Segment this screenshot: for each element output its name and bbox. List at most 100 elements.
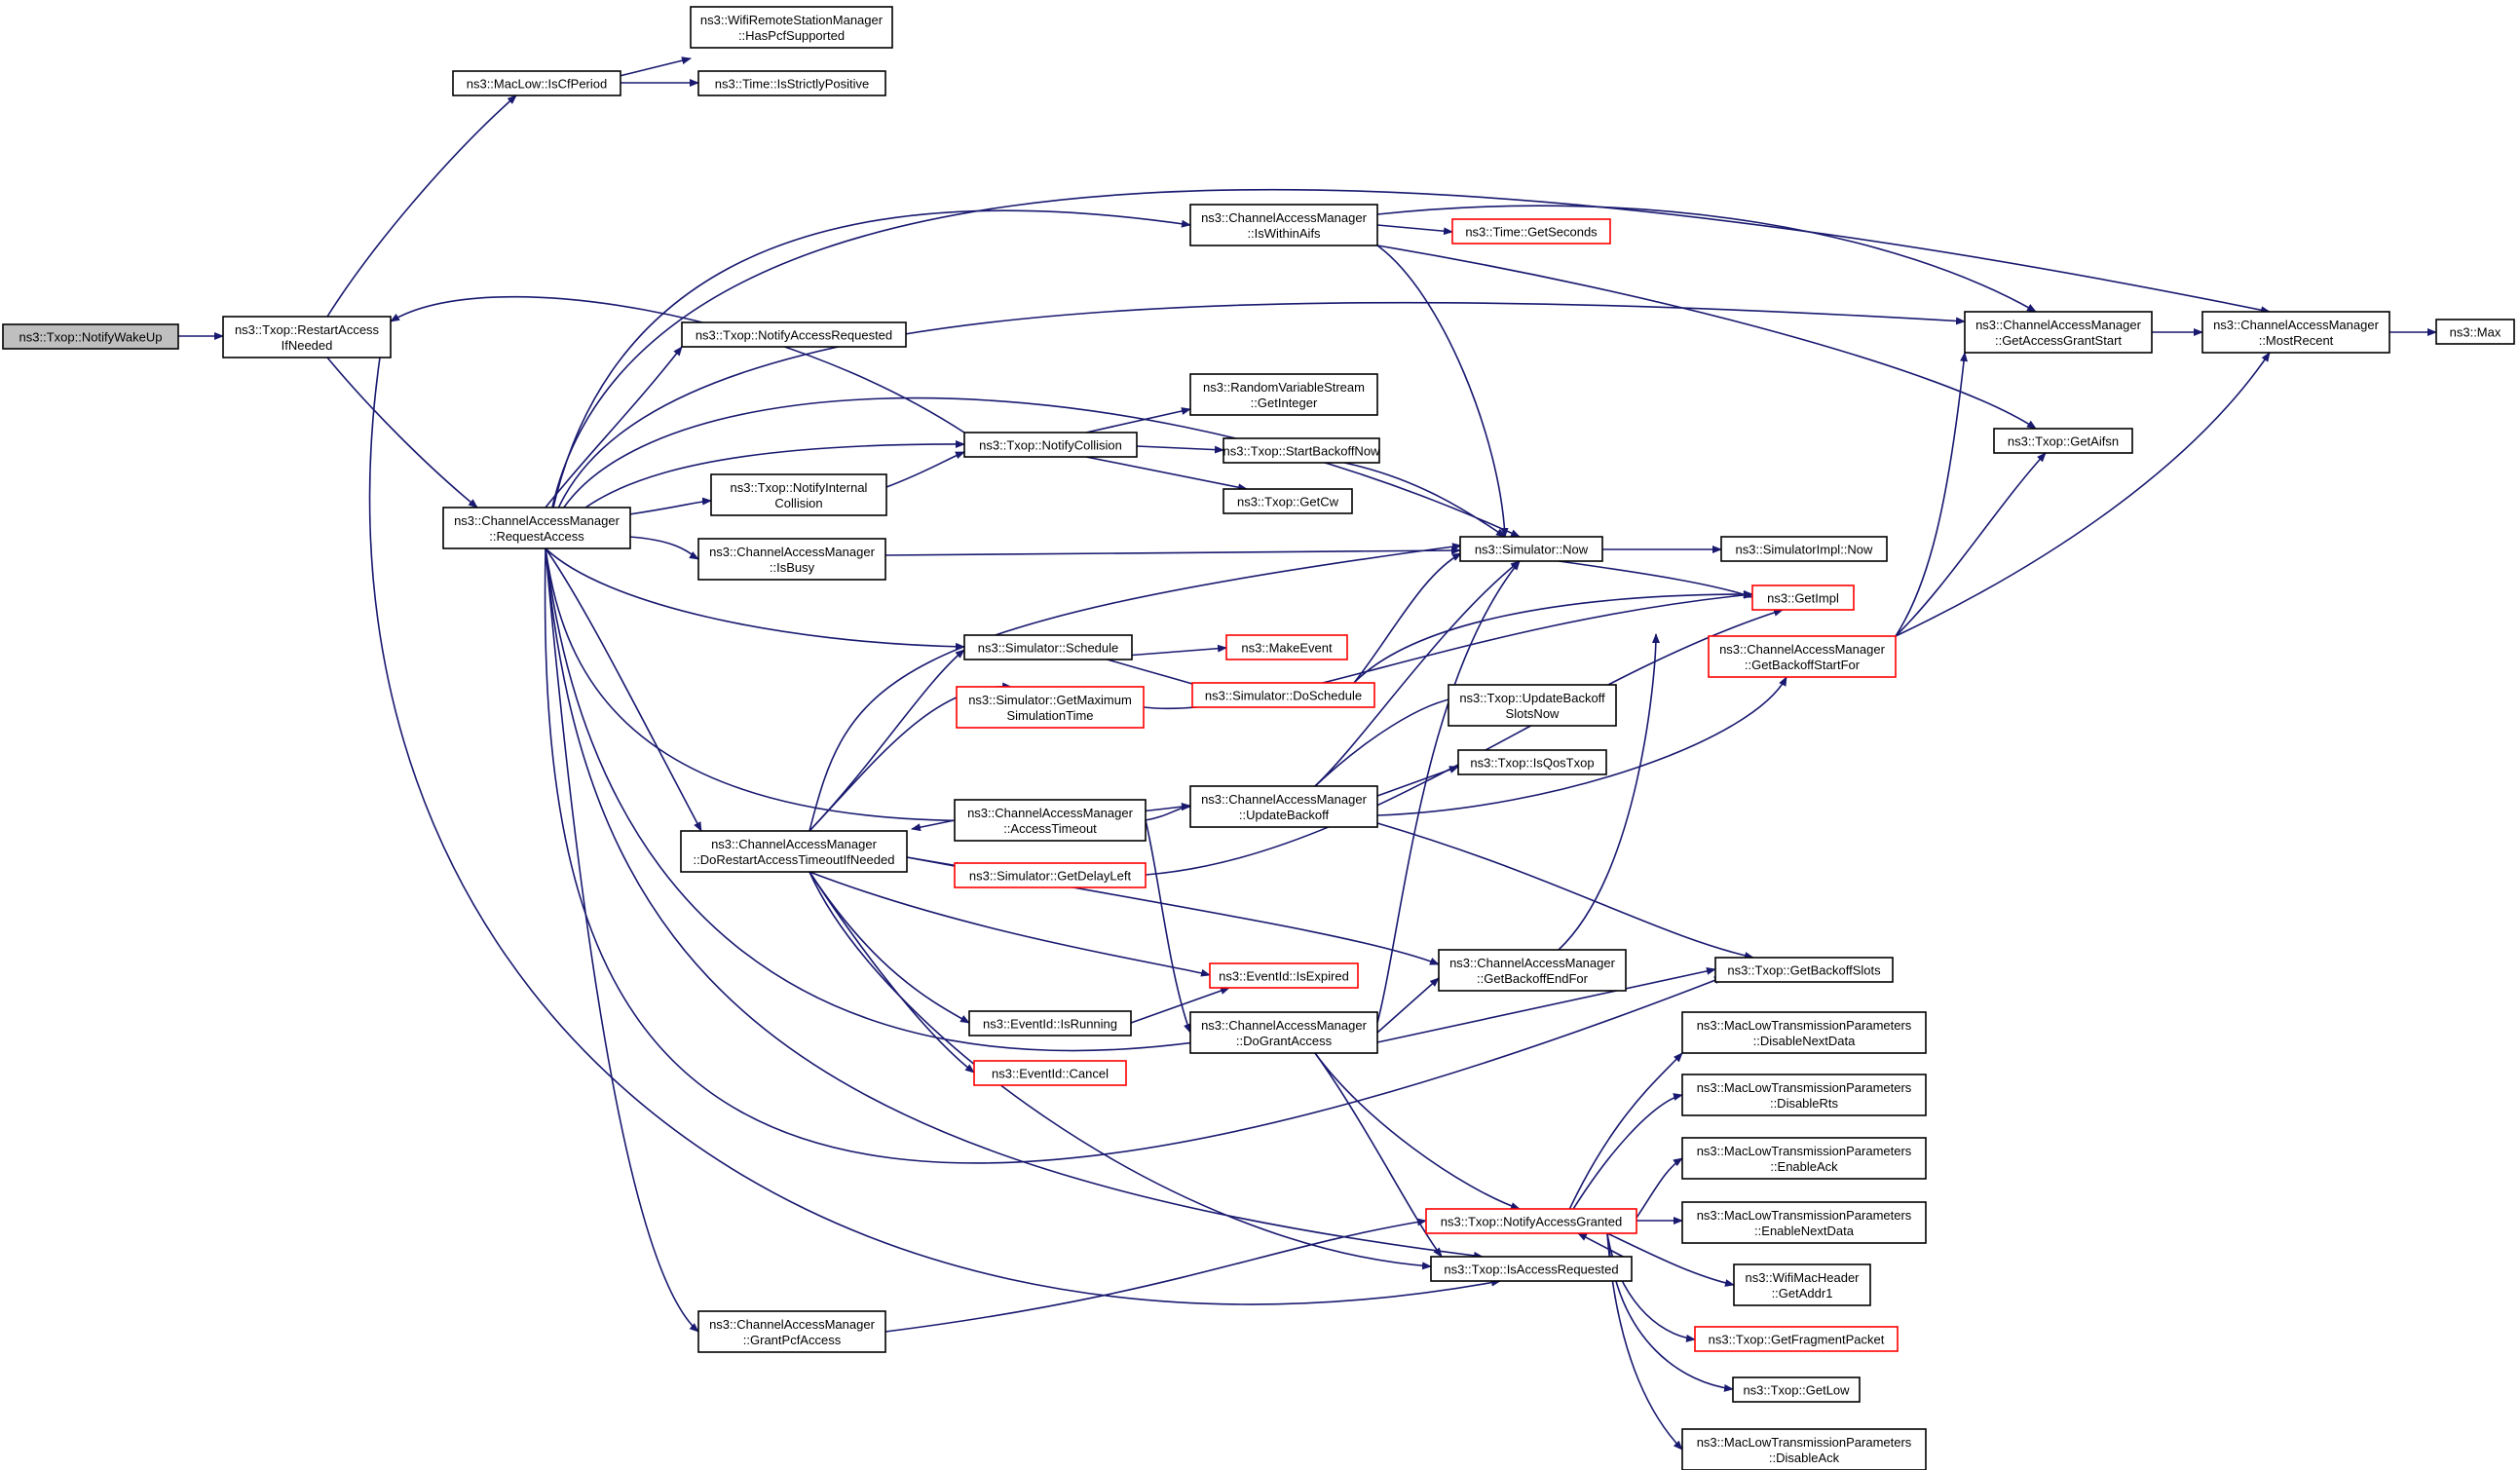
node-label: ::DisableAck — [1769, 1451, 1840, 1465]
function-node-max[interactable]: ns3::Max — [2435, 319, 2515, 345]
node-label: ::DisableRts — [1770, 1096, 1839, 1111]
function-node-notifycol[interactable]: ns3::Txop::NotifyCollision — [963, 432, 1138, 458]
node-box — [1189, 1011, 1378, 1054]
function-node-simimplnow[interactable]: ns3::SimulatorImpl::Now — [1720, 536, 1888, 562]
node-label: ns3::Simulator::Schedule — [978, 641, 1119, 656]
function-node-getcw[interactable]: ns3::Txop::GetCw — [1222, 488, 1353, 514]
function-node-haspcf[interactable]: ns3::WifiRemoteStationManager::HasPcfSup… — [690, 6, 893, 49]
call-edge — [809, 871, 1432, 1270]
node-label: ::GetInteger — [1251, 396, 1318, 410]
node-box — [680, 830, 908, 873]
function-node-eack[interactable]: ns3::MacLowTransmissionParameters::Enabl… — [1681, 1137, 1927, 1180]
function-node-schedule[interactable]: ns3::Simulator::Schedule — [963, 634, 1133, 660]
node-label: ns3::MacLowTransmissionParameters — [1697, 1080, 1912, 1095]
node-label: ::AccessTimeout — [1003, 821, 1097, 836]
function-node-gbef[interactable]: ns3::ChannelAccessManager::GetBackoffEnd… — [1438, 949, 1627, 992]
call-edge — [809, 649, 965, 832]
node-box — [690, 6, 893, 49]
node-label: ns3::Txop::StartBackoffNow — [1223, 444, 1380, 459]
function-node-getdelay[interactable]: ns3::Simulator::GetDelayLeft — [954, 862, 1147, 888]
node-label: ns3::ChannelAccessManager — [1201, 792, 1367, 807]
call-edge — [1353, 552, 1462, 684]
call-edge — [1895, 452, 2047, 637]
function-node-getsec[interactable]: ns3::Time::GetSeconds — [1451, 218, 1611, 245]
call-edge — [1376, 966, 1716, 1043]
function-node-drts[interactable]: ns3::MacLowTransmissionParameters::Disab… — [1681, 1074, 1927, 1116]
function-node-mostrecent[interactable]: ns3::ChannelAccessManager::MostRecent — [2201, 311, 2390, 354]
call-edge — [1343, 462, 1506, 538]
node-label: ns3::Txop::NotifyAccessRequested — [696, 328, 892, 343]
node-label: ns3::Txop::GetFragmentPacket — [1709, 1333, 1885, 1347]
function-node-dnd[interactable]: ns3::MacLowTransmissionParameters::Disab… — [1681, 1011, 1927, 1054]
function-node-drat[interactable]: ns3::ChannelAccessManager::DoRestartAcce… — [680, 830, 908, 873]
function-node-isqos[interactable]: ns3::Txop::IsQosTxop — [1457, 749, 1607, 775]
node-box — [1438, 949, 1627, 992]
node-box — [973, 1060, 1127, 1086]
function-node-isbusy[interactable]: ns3::ChannelAccessManager::IsBusy — [697, 538, 886, 581]
node-label: ns3::Time::GetSeconds — [1465, 225, 1598, 240]
function-node-getaifsn[interactable]: ns3::Txop::GetAifsn — [1993, 428, 2133, 454]
node-box — [1189, 373, 1378, 416]
call-edge — [1130, 987, 1230, 1024]
function-node-strictpos[interactable]: ns3::Time::IsStrictlyPositive — [697, 70, 886, 96]
node-label: ns3::ChannelAccessManager — [711, 837, 877, 851]
call-edge — [1895, 352, 1969, 637]
node-box — [1681, 1137, 1927, 1180]
node-label: ns3::MacLowTransmissionParameters — [1697, 1435, 1912, 1450]
call-edge — [1376, 766, 1459, 797]
function-node-isrunning[interactable]: ns3::EventId::IsRunning — [968, 1010, 1132, 1037]
node-box — [452, 70, 621, 96]
node-box — [1189, 785, 1378, 828]
node-box — [1225, 634, 1348, 660]
function-node-iscfp[interactable]: ns3::MacLow::IsCfPeriod — [452, 70, 621, 96]
function-node-dack[interactable]: ns3::MacLowTransmissionParameters::Disab… — [1681, 1428, 1927, 1470]
function-node-root[interactable]: ns3::Txop::NotifyWakeUp — [2, 323, 179, 350]
call-edge — [911, 819, 956, 832]
function-node-makeevent[interactable]: ns3::MakeEvent — [1225, 634, 1348, 660]
node-box — [1457, 749, 1607, 775]
call-edge — [1558, 1052, 1683, 1234]
function-node-dosched[interactable]: ns3::Simulator::DoSchedule — [1191, 682, 1375, 708]
call-edge — [545, 547, 965, 651]
function-node-end[interactable]: ns3::MacLowTransmissionParameters::Enabl… — [1681, 1201, 1927, 1244]
call-edge — [1895, 352, 2271, 637]
node-label: ::IsWithinAifs — [1247, 226, 1321, 241]
function-node-notifyacc[interactable]: ns3::Txop::NotifyAccessGranted — [1425, 1208, 1637, 1234]
call-edge — [368, 357, 1501, 1305]
function-node-ggs[interactable]: ns3::ChannelAccessManager::GetAccessGran… — [1964, 311, 2153, 354]
function-node-updbo[interactable]: ns3::ChannelAccessManager::UpdateBackoff — [1189, 785, 1378, 828]
function-node-getfrag[interactable]: ns3::Txop::GetFragmentPacket — [1694, 1326, 1899, 1352]
call-edge — [809, 871, 1211, 977]
node-label: ::MostRecent — [2259, 333, 2334, 348]
function-node-cancel[interactable]: ns3::EventId::Cancel — [973, 1060, 1127, 1086]
function-node-getint[interactable]: ns3::RandomVariableStream::GetInteger — [1189, 373, 1378, 416]
function-node-simnow[interactable]: ns3::Simulator::Now — [1459, 536, 1603, 562]
call-edge — [884, 1218, 1427, 1333]
function-node-gbslots[interactable]: ns3::Txop::GetBackoffSlots — [1714, 957, 1894, 983]
node-box — [1189, 204, 1378, 246]
function-node-iswithin[interactable]: ns3::ChannelAccessManager::IsWithinAifs — [1189, 204, 1378, 246]
call-edge — [545, 547, 699, 1333]
function-node-isaccreq[interactable]: ns3::Txop::IsAccessRequested — [1430, 1256, 1633, 1282]
function-node-dogrant[interactable]: ns3::ChannelAccessManager::DoGrantAccess — [1189, 1011, 1378, 1054]
call-edge — [1376, 205, 2037, 313]
function-node-isexpired[interactable]: ns3::EventId::IsExpired — [1209, 962, 1359, 989]
function-node-grantpcf[interactable]: ns3::ChannelAccessManager::GrantPcfAcces… — [697, 1310, 886, 1353]
function-node-gbsf[interactable]: ns3::ChannelAccessManager::GetBackoffSta… — [1708, 635, 1897, 678]
function-node-acctimeout[interactable]: ns3::ChannelAccessManager::AccessTimeout — [954, 799, 1147, 842]
call-edge — [1314, 1052, 1443, 1258]
node-label: ns3::WifiRemoteStationManager — [700, 13, 884, 27]
function-node-reqacc[interactable]: ns3::ChannelAccessManager::RequestAccess — [442, 507, 631, 549]
node-label: ns3::Txop::NotifyAccessGranted — [1441, 1215, 1622, 1229]
node-label: ns3::Txop::UpdateBackoff — [1459, 691, 1605, 705]
function-node-getimpl[interactable]: ns3::GetImpl — [1751, 584, 1855, 611]
function-node-getlow[interactable]: ns3::Txop::GetLow — [1732, 1376, 1861, 1403]
function-node-notifyreq[interactable]: ns3::Txop::NotifyAccessRequested — [681, 321, 907, 348]
function-node-addr1[interactable]: ns3::WifiMacHeader::GetAddr1 — [1733, 1263, 1871, 1306]
node-box — [1222, 488, 1353, 514]
function-node-startbo[interactable]: ns3::Txop::StartBackoffNow — [1222, 437, 1380, 464]
